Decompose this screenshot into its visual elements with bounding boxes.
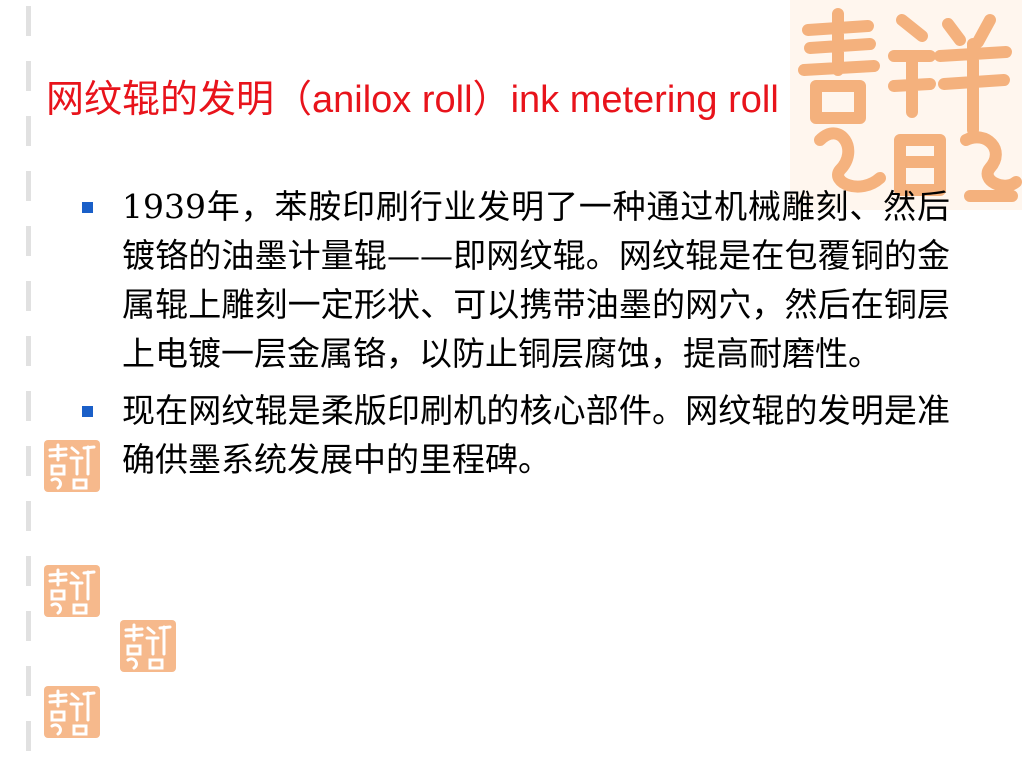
auspicious-seal-icon bbox=[120, 620, 176, 672]
bullet-text: 现在网纹辊是柔版印刷机的核心部件。网纹辊的发明是准确供墨系统发展中的里程碑。 bbox=[122, 391, 950, 479]
bullet-list: 1939年，苯胺印刷行业发明了一种通过机械雕刻、然后镀铬的油墨计量辊——即网纹辊… bbox=[80, 182, 950, 492]
auspicious-seal-icon bbox=[44, 565, 100, 617]
bullet-text: 1939年，苯胺印刷行业发明了一种通过机械雕刻、然后镀铬的油墨计量辊——即网纹辊… bbox=[122, 187, 950, 373]
bullet-item: 现在网纹辊是柔版印刷机的核心部件。网纹辊的发明是准确供墨系统发展中的里程碑。 bbox=[80, 386, 950, 484]
bullet-item: 1939年，苯胺印刷行业发明了一种通过机械雕刻、然后镀铬的油墨计量辊——即网纹辊… bbox=[80, 182, 950, 378]
auspicious-seal-icon bbox=[790, 0, 1022, 210]
title-ink-metering-roll: ink metering roll bbox=[510, 79, 779, 121]
auspicious-seal-icon bbox=[44, 686, 100, 738]
square-bullet-icon bbox=[82, 406, 93, 417]
square-bullet-icon bbox=[82, 202, 93, 213]
auspicious-seal-icon bbox=[44, 440, 100, 492]
slide-title: 网纹辊的发明（anilox roll）ink metering roll bbox=[46, 68, 986, 123]
title-bracket: ） bbox=[472, 77, 511, 121]
title-anilox-roll: anilox roll bbox=[312, 79, 473, 121]
title-chinese: 网纹辊的发明（ bbox=[46, 77, 313, 121]
